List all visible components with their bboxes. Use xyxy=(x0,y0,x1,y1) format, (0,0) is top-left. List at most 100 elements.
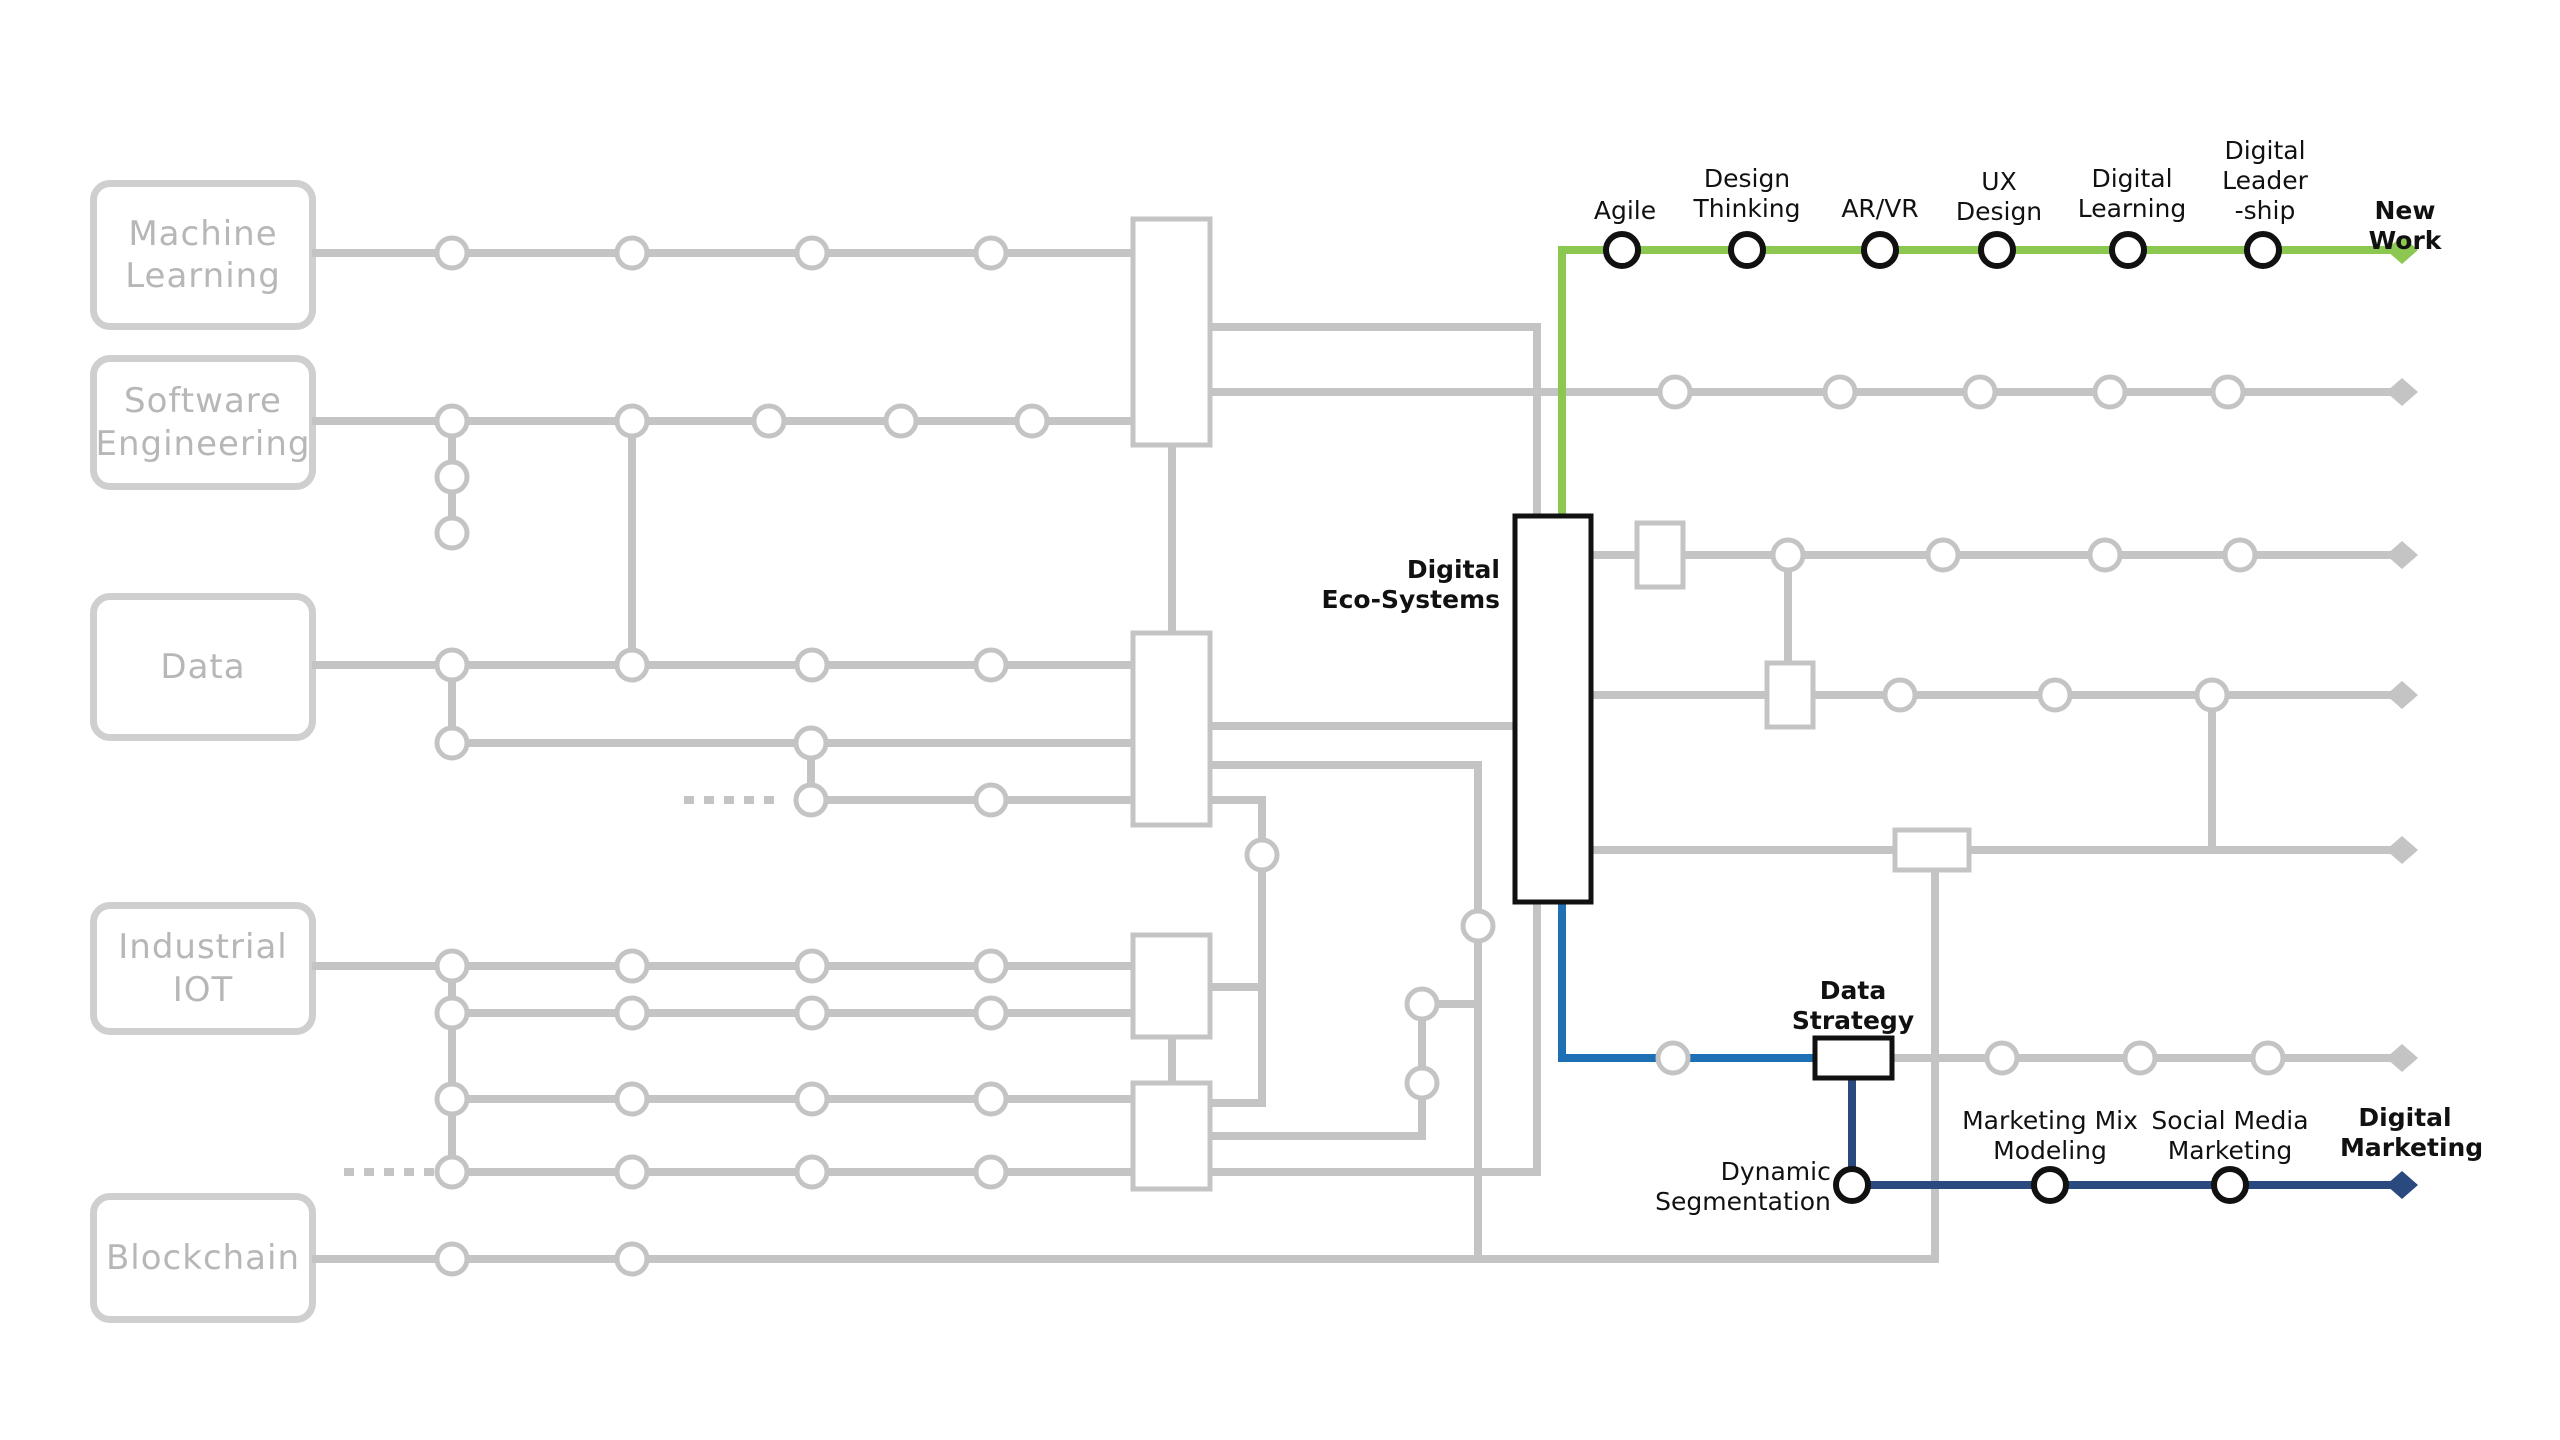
station xyxy=(883,403,919,439)
station-digital-leadership xyxy=(2244,231,2282,269)
stop-label-social-media: Social Media Marketing xyxy=(2151,1106,2309,1165)
destination-new-work: New Work xyxy=(2368,196,2442,255)
switch-box xyxy=(1634,520,1686,590)
source-label: Industrial IOT xyxy=(118,927,288,1010)
data-strategy-label: Data Strategy xyxy=(1791,976,1915,1035)
terminal xyxy=(2386,378,2418,406)
terminal xyxy=(2386,1044,2418,1072)
station xyxy=(1770,537,1806,573)
station xyxy=(1655,1040,1691,1076)
station xyxy=(614,1081,650,1117)
source-label: Data xyxy=(160,646,246,687)
station xyxy=(794,995,830,1031)
stop-label-design-thinking: Design Thinking xyxy=(1693,164,1801,223)
station xyxy=(1962,374,1998,410)
switch-box xyxy=(1892,827,1972,873)
station-social-media xyxy=(2211,1166,2249,1204)
stop-label-marketing-mix: Marketing Mix Modeling xyxy=(1962,1106,2138,1165)
station xyxy=(794,948,830,984)
station xyxy=(2087,537,2123,573)
station xyxy=(1925,537,1961,573)
data-strategy-box xyxy=(1812,1035,1895,1081)
station xyxy=(973,235,1009,271)
station xyxy=(794,235,830,271)
station xyxy=(614,1154,650,1190)
terminal-new-work xyxy=(2386,236,2418,264)
station xyxy=(614,403,650,439)
station xyxy=(614,647,650,683)
station xyxy=(2194,677,2230,713)
station xyxy=(2250,1040,2286,1076)
station xyxy=(973,1154,1009,1190)
line-data-strategy xyxy=(1558,898,1815,1062)
station xyxy=(2037,677,2073,713)
station xyxy=(434,1154,470,1190)
switch-box xyxy=(1130,932,1213,1040)
station xyxy=(434,459,470,495)
source-label: Machine Learning xyxy=(125,213,281,297)
station xyxy=(614,995,650,1031)
station xyxy=(973,1081,1009,1117)
station xyxy=(434,515,470,551)
hub-label: Digital Eco-Systems xyxy=(1321,555,1500,614)
terminal-digital-marketing xyxy=(2386,1171,2418,1199)
terminal xyxy=(2386,541,2418,569)
source-label: Blockchain xyxy=(105,1237,301,1278)
source-label: Software Engineering xyxy=(95,381,311,464)
station xyxy=(2122,1040,2158,1076)
terminal xyxy=(2386,836,2418,864)
station xyxy=(973,782,1009,818)
station xyxy=(1984,1040,2020,1076)
stop-label-ux-design: UX Design xyxy=(1955,167,2043,226)
station xyxy=(434,403,470,439)
station xyxy=(614,948,650,984)
connector-iot-hub xyxy=(1206,1000,1482,1140)
station xyxy=(614,1241,650,1277)
station xyxy=(434,1241,470,1277)
station xyxy=(794,1081,830,1117)
station-arvr xyxy=(1861,231,1899,269)
destination-digital-marketing: Digital Marketing xyxy=(2340,1103,2484,1162)
station xyxy=(2222,537,2258,573)
source-software-engineering: Software Engineering xyxy=(90,355,316,490)
station xyxy=(794,647,830,683)
station xyxy=(434,995,470,1031)
station xyxy=(1404,986,1440,1022)
connector-data-iot xyxy=(1206,796,1266,1107)
switch-box xyxy=(1764,660,1816,730)
station xyxy=(751,403,787,439)
station xyxy=(793,782,829,818)
station xyxy=(2092,374,2128,410)
station xyxy=(793,725,829,761)
hub-box xyxy=(1512,513,1594,905)
switch-box xyxy=(1130,1080,1213,1192)
station-ux-design xyxy=(1978,231,2016,269)
station xyxy=(1822,374,1858,410)
station xyxy=(1657,374,1693,410)
station xyxy=(434,948,470,984)
station-marketing-mix xyxy=(2031,1166,2069,1204)
stop-label-agile: Agile xyxy=(1593,196,1657,225)
station xyxy=(614,235,650,271)
station xyxy=(1460,908,1496,944)
station-digital-learning xyxy=(2109,231,2147,269)
station xyxy=(794,1154,830,1190)
station xyxy=(2210,374,2246,410)
station-agile xyxy=(1603,231,1641,269)
station xyxy=(434,1081,470,1117)
station xyxy=(434,647,470,683)
station xyxy=(1404,1065,1440,1101)
station xyxy=(973,995,1009,1031)
station-design-thinking xyxy=(1728,231,1766,269)
stop-label-digital-leadership: Digital Leader -ship xyxy=(2222,136,2308,225)
station xyxy=(434,725,470,761)
stop-label-dynamic-segmentation: Dynamic Segmentation xyxy=(1655,1157,1831,1216)
switch-box xyxy=(1130,630,1213,828)
station xyxy=(973,647,1009,683)
station xyxy=(434,235,470,271)
source-machine-learning: Machine Learning xyxy=(90,180,316,330)
terminal xyxy=(2386,681,2418,709)
stop-label-digital-learning: Digital Learning xyxy=(2077,164,2187,223)
switch-box xyxy=(1130,216,1213,448)
